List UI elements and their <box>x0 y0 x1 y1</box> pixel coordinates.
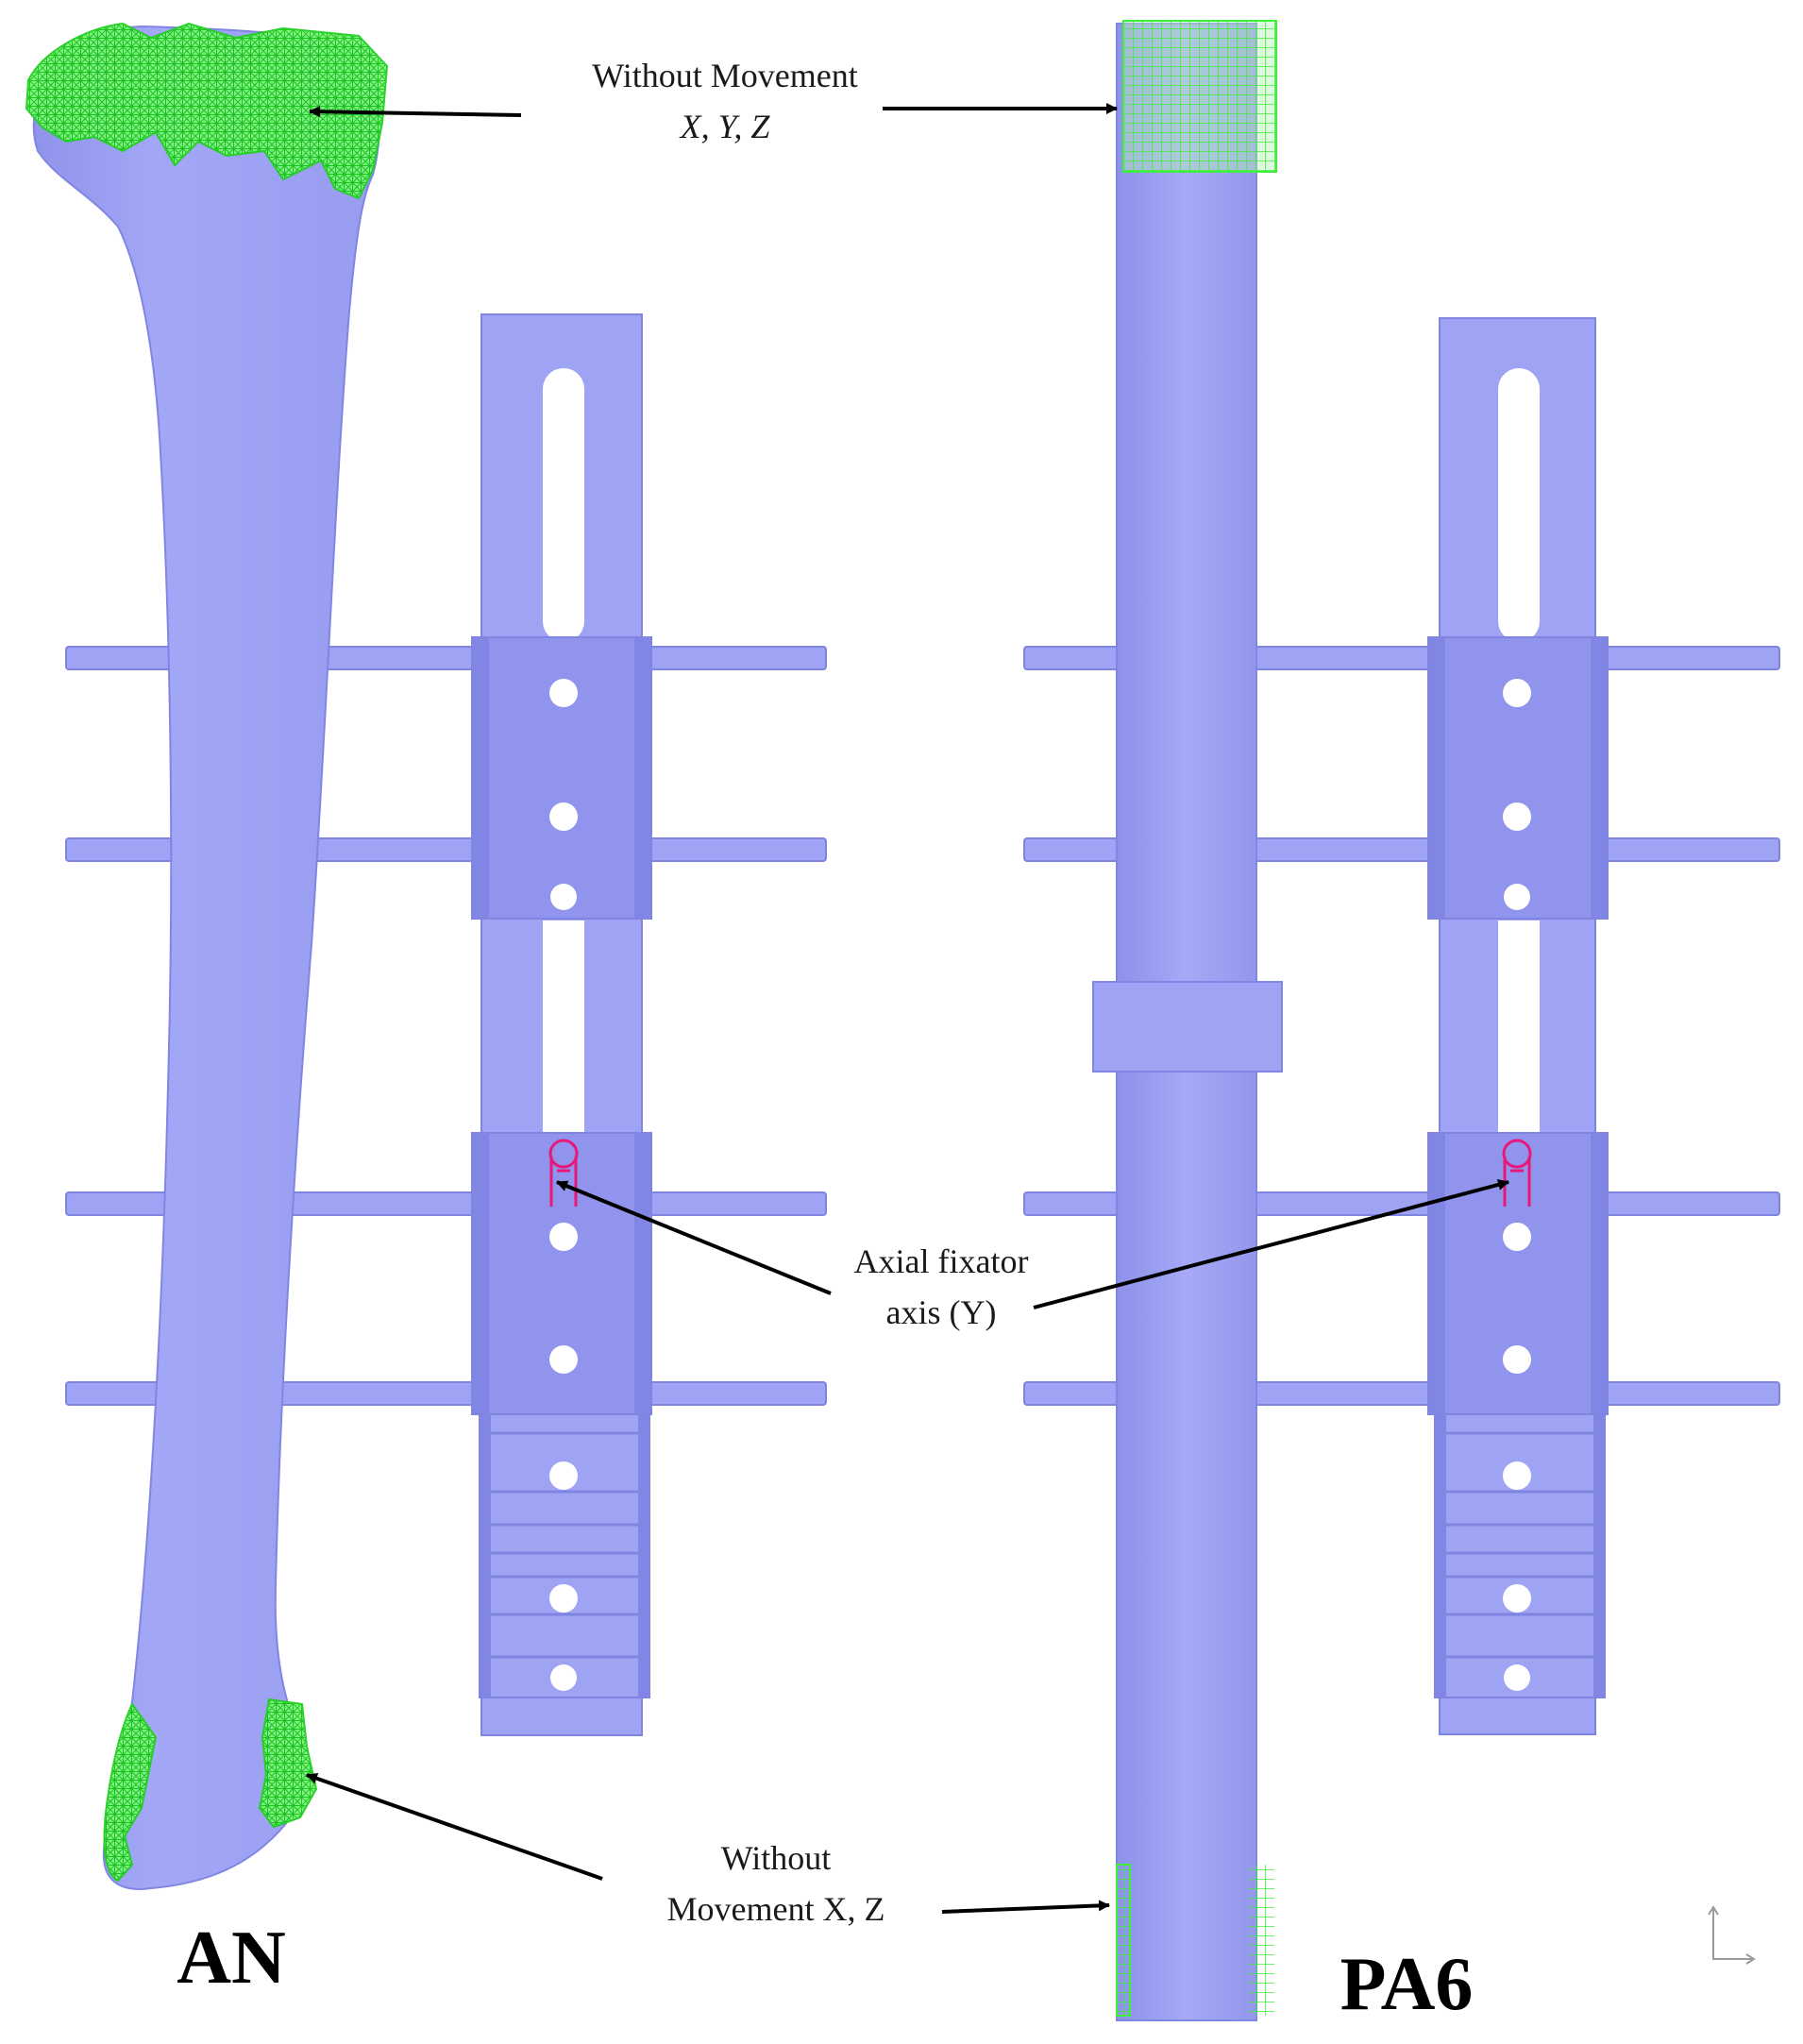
an-rail-slot-top <box>543 368 584 642</box>
pa6-clamp-upper-hole-1 <box>1503 679 1531 707</box>
an-bone <box>32 25 380 1890</box>
annotation-arrows <box>306 103 1509 1914</box>
an-clamp-upper-hole-1 <box>549 679 578 707</box>
pa6-rail-slot-middle <box>1498 921 1540 1138</box>
pa6-clamp-lower-hole-2 <box>1503 1345 1531 1374</box>
an-fixator <box>471 313 652 1736</box>
pa6-fixator-body <box>1434 1413 1606 1698</box>
label-axial-line1: Axial fixator <box>854 1242 1029 1280</box>
label-axial-line2: axis (Y) <box>886 1293 997 1331</box>
an-clamp-upper-hole-2 <box>549 802 578 831</box>
model-label-an: AN <box>177 1917 286 2000</box>
pa6-clamp-upper-hole-3 <box>1504 884 1530 910</box>
pa6-bottom-constraint-mesh-left <box>1116 1864 1131 2017</box>
pa6-fixator <box>1427 317 1609 1735</box>
an-fixator-body <box>479 1413 650 1698</box>
pa6-collar <box>1092 981 1283 1073</box>
arrow-top-left <box>309 106 522 118</box>
an-axial-pin-highlight <box>548 1139 579 1207</box>
pa6-body-hole-3 <box>1504 1664 1530 1691</box>
label-bottom-constraint-line2: Movement X, Z <box>667 1890 885 1928</box>
an-clamp-lower-hole-1 <box>549 1223 578 1251</box>
model-label-pa6: PA6 <box>1340 1943 1474 2026</box>
an-top-constraint-mesh <box>25 22 389 200</box>
pa6-bottom-constraint-mesh-right <box>1248 1865 1274 2016</box>
an-rail-slot-middle <box>543 921 584 1138</box>
model-an <box>25 22 827 1890</box>
arrow-axial-left <box>556 1180 832 1295</box>
axis-triad-icon <box>1708 1905 1756 1965</box>
model-pa6 <box>1023 20 1780 2021</box>
label-top-constraint-line1: Without Movement <box>592 57 858 94</box>
an-bottom-constraint-mesh-right <box>258 1698 318 1829</box>
annotation-labels: Without Movement X, Y, Z Axial fixator a… <box>177 57 1473 2026</box>
arrow-bottom-right <box>941 1900 1110 1914</box>
label-top-constraint-line2: X, Y, Z <box>679 108 771 145</box>
arrow-bottom-left <box>306 1772 603 1881</box>
pa6-clamp-lower-hole-1 <box>1503 1223 1531 1251</box>
label-bottom-constraint-line1: Without <box>721 1839 832 1877</box>
pa6-top-constraint-mesh <box>1122 20 1277 173</box>
pa6-clamp-upper-hole-2 <box>1503 802 1531 831</box>
an-bottom-constraint-mesh-left <box>103 1702 158 1883</box>
an-clamp-lower-hole-2 <box>549 1345 578 1374</box>
an-clamp-upper-hole-3 <box>550 884 577 910</box>
an-body-hole-3 <box>550 1664 577 1691</box>
pa6-rail-slot-top <box>1498 368 1540 642</box>
pa6-body-hole-2 <box>1503 1584 1531 1613</box>
pa6-body-hole-1 <box>1503 1461 1531 1490</box>
an-body-hole-2 <box>549 1584 578 1613</box>
arrow-axial-right <box>1033 1179 1509 1309</box>
an-body-hole-1 <box>549 1461 578 1490</box>
